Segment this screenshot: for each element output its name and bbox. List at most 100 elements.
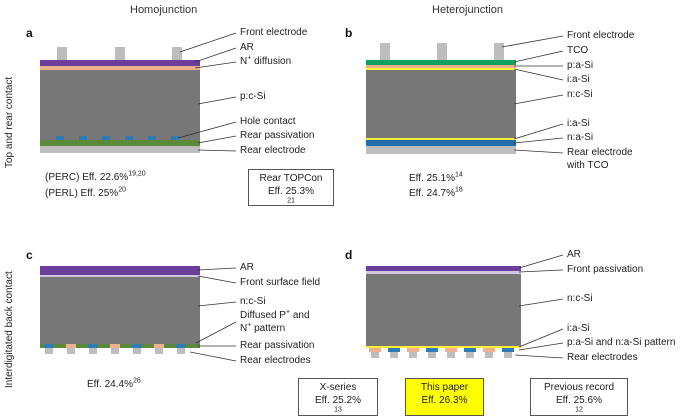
label-pn-a-si-pattern: p:a-Si and n:a-Si pattern	[567, 337, 676, 348]
eff-perc: (PERC) Eff. 22.6%19,20	[45, 170, 146, 183]
diffused-region	[88, 344, 98, 348]
panel-letter-a: a	[26, 26, 33, 40]
front-electrode-finger	[172, 47, 182, 60]
x-series-box: X-series Eff. 25.2%13	[298, 378, 378, 416]
a-si-pattern-segment	[483, 348, 495, 352]
label-n-c-si: n:c-Si	[567, 293, 593, 304]
rear-passivation-layer	[40, 140, 200, 146]
leader-line	[177, 121, 237, 139]
rear-electrode-finger	[177, 348, 185, 354]
leader-line	[197, 267, 237, 271]
previous-record-box: Previous record Eff. 25.6%12	[530, 378, 628, 416]
a-si-pattern-segment	[464, 348, 476, 352]
rear-electrode-finger	[133, 348, 141, 354]
leader-line	[513, 149, 564, 154]
hole-contact	[102, 136, 110, 140]
label-with-tco: with TCO	[567, 160, 609, 171]
eff-b-2: Eff. 24.7%18	[409, 186, 463, 199]
hole-contact	[125, 136, 133, 140]
rear-electrode-finger	[155, 348, 163, 354]
label-front-electrode: Front electrode	[240, 27, 308, 38]
a-si-pattern-segment	[369, 348, 381, 352]
label-rear-passivation: Rear passivation	[240, 340, 315, 351]
label-n-c-si: n:c-Si	[240, 296, 266, 307]
leader-line	[179, 32, 237, 53]
a-si-pattern-segment	[445, 348, 457, 352]
label-tco: TCO	[567, 45, 589, 56]
label-rear-passivation: Rear passivation	[240, 130, 315, 141]
leader-line	[194, 47, 237, 63]
label-rear-electrodes: Rear electrodes	[567, 352, 638, 363]
a-si-pattern-segment	[388, 348, 400, 352]
label-ar: AR	[240, 262, 254, 273]
leader-line	[518, 254, 564, 269]
label-n-c-si: n:c-Si	[567, 89, 593, 100]
ar-layer	[40, 266, 200, 275]
front-electrode-finger	[494, 43, 504, 60]
leader-line	[189, 351, 237, 362]
rear-electrode-finger	[428, 352, 436, 358]
front-electrode-finger	[380, 43, 390, 60]
panel-letter-b: b	[345, 26, 353, 40]
label-front-passivation: Front passivation	[567, 264, 644, 275]
hole-contact	[148, 136, 156, 140]
leader-line	[518, 269, 564, 273]
leader-line	[501, 35, 564, 48]
hole-contact	[171, 136, 179, 140]
diffused-region	[66, 344, 76, 348]
eff-perl: (PERL) Eff. 25%20	[45, 186, 126, 199]
diffused-region	[110, 344, 120, 348]
diffused-region	[154, 344, 164, 348]
leader-line	[195, 321, 237, 344]
i-a-si-layer	[366, 346, 521, 348]
panel-letter-d: d	[345, 248, 353, 262]
label-i-a-si-top: i:a-Si	[567, 74, 590, 85]
leader-line	[197, 96, 237, 105]
i-a-si-top-layer	[366, 68, 516, 70]
label-rear-electrode: Rear electrode	[240, 145, 306, 156]
leader-line	[513, 137, 564, 144]
rear-electrode-finger	[371, 352, 379, 358]
leader-line	[518, 298, 564, 307]
rear-electrode-finger	[504, 352, 512, 358]
eff-b-1: Eff. 25.1%14	[409, 171, 463, 184]
rear-electrode-finger	[485, 352, 493, 358]
p-a-si-layer	[366, 65, 516, 68]
diffused-region	[132, 344, 142, 348]
label-p-a-si: p:a-Si	[567, 60, 594, 71]
leader-line	[518, 328, 564, 348]
silicon-wafer	[40, 277, 200, 344]
rear-electrode-finger	[390, 352, 398, 358]
tco-layer	[366, 60, 516, 65]
homojunction-header: Homojunction	[130, 4, 198, 16]
rear-electrode-finger	[45, 348, 53, 354]
rear-topcon-box: Rear TOPCon Eff. 25.3%21	[248, 169, 334, 206]
eff-c: Eff. 24.4%26	[87, 377, 141, 390]
leader-line	[513, 50, 564, 63]
label-front-electrode: Front electrode	[567, 30, 635, 41]
i-a-si-bottom-layer	[366, 138, 516, 140]
leader-line	[197, 135, 237, 144]
ar-layer	[40, 60, 200, 66]
silicon-wafer	[366, 70, 516, 138]
leader-line	[194, 61, 237, 69]
rear-electrode-finger	[111, 348, 119, 354]
label-n-diffusion: N+ diffusion	[240, 54, 292, 67]
hole-contact	[56, 136, 64, 140]
label-ar: AR	[240, 42, 254, 53]
leader-line	[513, 68, 564, 81]
ar-layer	[366, 266, 521, 271]
label-i-a-si-bottom: i:a-Si	[567, 118, 590, 129]
n-a-si-layer	[366, 140, 516, 146]
panel-letter-c: c	[26, 248, 33, 262]
diffused-region	[176, 344, 186, 348]
label-ar: AR	[567, 249, 581, 260]
rear-electrode-finger	[67, 348, 75, 354]
leader-line	[197, 301, 237, 307]
leader-line	[513, 94, 564, 105]
leader-line	[514, 354, 564, 359]
front-electrode-finger	[115, 47, 125, 60]
diffused-region	[44, 344, 54, 348]
rear-passivation-layer	[40, 344, 200, 348]
